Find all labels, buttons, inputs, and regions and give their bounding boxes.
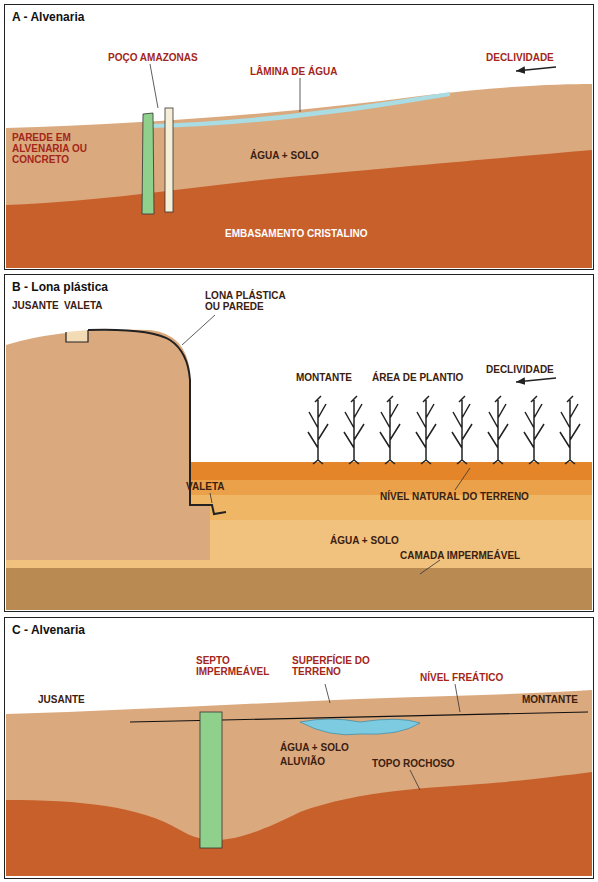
plant-symbol xyxy=(452,396,472,464)
part-label: ÁREA DE PLANTIO xyxy=(372,372,463,383)
panel-b-art xyxy=(6,315,592,610)
part-label: ALUVIÃO xyxy=(280,756,325,767)
plant-symbol xyxy=(416,396,436,464)
part-label: MONTANTE xyxy=(522,694,578,705)
part-label: EMBASAMENTO CRISTALINO xyxy=(225,228,367,239)
panel-title: B - Lona plástica xyxy=(12,280,108,294)
part-label: POÇO AMAZONAS xyxy=(108,52,198,63)
part-label: CAMADA IMPERMEÁVEL xyxy=(400,550,520,561)
part-label: DECLIVIDADE xyxy=(486,52,554,63)
panel-box: B - Lona plástica xyxy=(4,274,594,612)
plant-symbol xyxy=(560,396,580,464)
part-label: JUSANTE xyxy=(12,300,59,311)
part-label: NÍVEL NATURAL DO TERRENO xyxy=(380,491,529,502)
plant-symbol xyxy=(524,396,544,464)
plant-symbol xyxy=(488,396,508,464)
plant-symbol xyxy=(308,396,328,464)
part-label: DECLIVIDADE xyxy=(486,364,554,375)
plant-symbol xyxy=(344,396,364,464)
panel-title: A - Alvenaria xyxy=(12,10,84,24)
part-label: LONA PLÁSTICA OU PAREDE xyxy=(205,290,301,312)
part-label: TOPO ROCHOSO xyxy=(372,758,455,769)
panel-a-art xyxy=(6,64,592,268)
part-label: PAREDE EM ALVENARIA OU CONCRETO xyxy=(12,132,104,165)
part-label: ÁGUA + SOLO xyxy=(250,150,319,161)
part-label: SEPTO IMPERMEÁVEL xyxy=(196,655,266,677)
panel-c-art xyxy=(6,684,592,876)
part-label: JUSANTE xyxy=(38,694,85,705)
part-label: MONTANTE xyxy=(296,372,352,383)
plant-symbol xyxy=(380,396,400,464)
part-label: VALETA xyxy=(186,481,225,492)
part-label: NÍVEL FREÁTICO xyxy=(420,672,503,683)
part-label: LÂMINA DE ÁGUA xyxy=(250,66,337,77)
part-label: ÁGUA + SOLO xyxy=(280,742,349,753)
part-label: SUPERFÍCIE DO TERRENO xyxy=(292,655,370,677)
panel-title: C - Alvenaria xyxy=(12,623,85,637)
part-label: VALETA xyxy=(64,300,103,311)
part-label: ÁGUA + SOLO xyxy=(330,535,399,546)
